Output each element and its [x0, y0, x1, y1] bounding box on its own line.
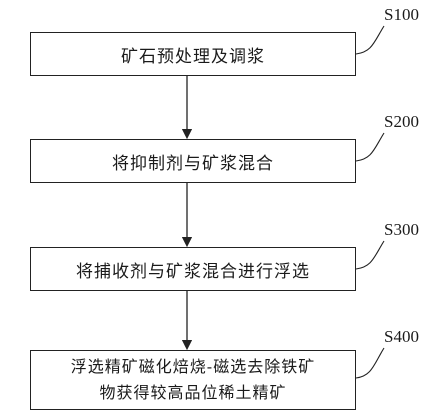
step-label-s100: S100: [384, 5, 419, 24]
step-box-s200: 将抑制剂与矿浆混合: [30, 139, 356, 183]
leader-line-s300: [355, 240, 385, 270]
step-text-s400-line2: 物获得较高品位稀土精矿: [99, 383, 287, 402]
step-text-s100: 矿石预处理及调浆: [121, 46, 265, 67]
step-box-s400: 浮选精矿磁化焙烧-磁选去除铁矿 物获得较高品位稀土精矿: [30, 350, 356, 410]
leader-line-s400: [355, 347, 385, 379]
step-text-s200: 将抑制剂与矿浆混合: [112, 153, 274, 174]
step-box-s100: 矿石预处理及调浆: [30, 32, 356, 76]
step-text-s400-line1: 浮选精矿磁化焙烧-磁选去除铁矿: [70, 357, 316, 376]
leader-line-s200: [355, 132, 385, 162]
step-box-s300: 将捕收剂与矿浆混合进行浮选: [30, 247, 356, 291]
step-text-s300: 将捕收剂与矿浆混合进行浮选: [76, 261, 310, 282]
leader-line-s100: [355, 25, 385, 55]
step-label-s300: S300: [384, 220, 419, 239]
step-label-s400: S400: [384, 327, 419, 346]
step-label-s200: S200: [384, 112, 419, 131]
